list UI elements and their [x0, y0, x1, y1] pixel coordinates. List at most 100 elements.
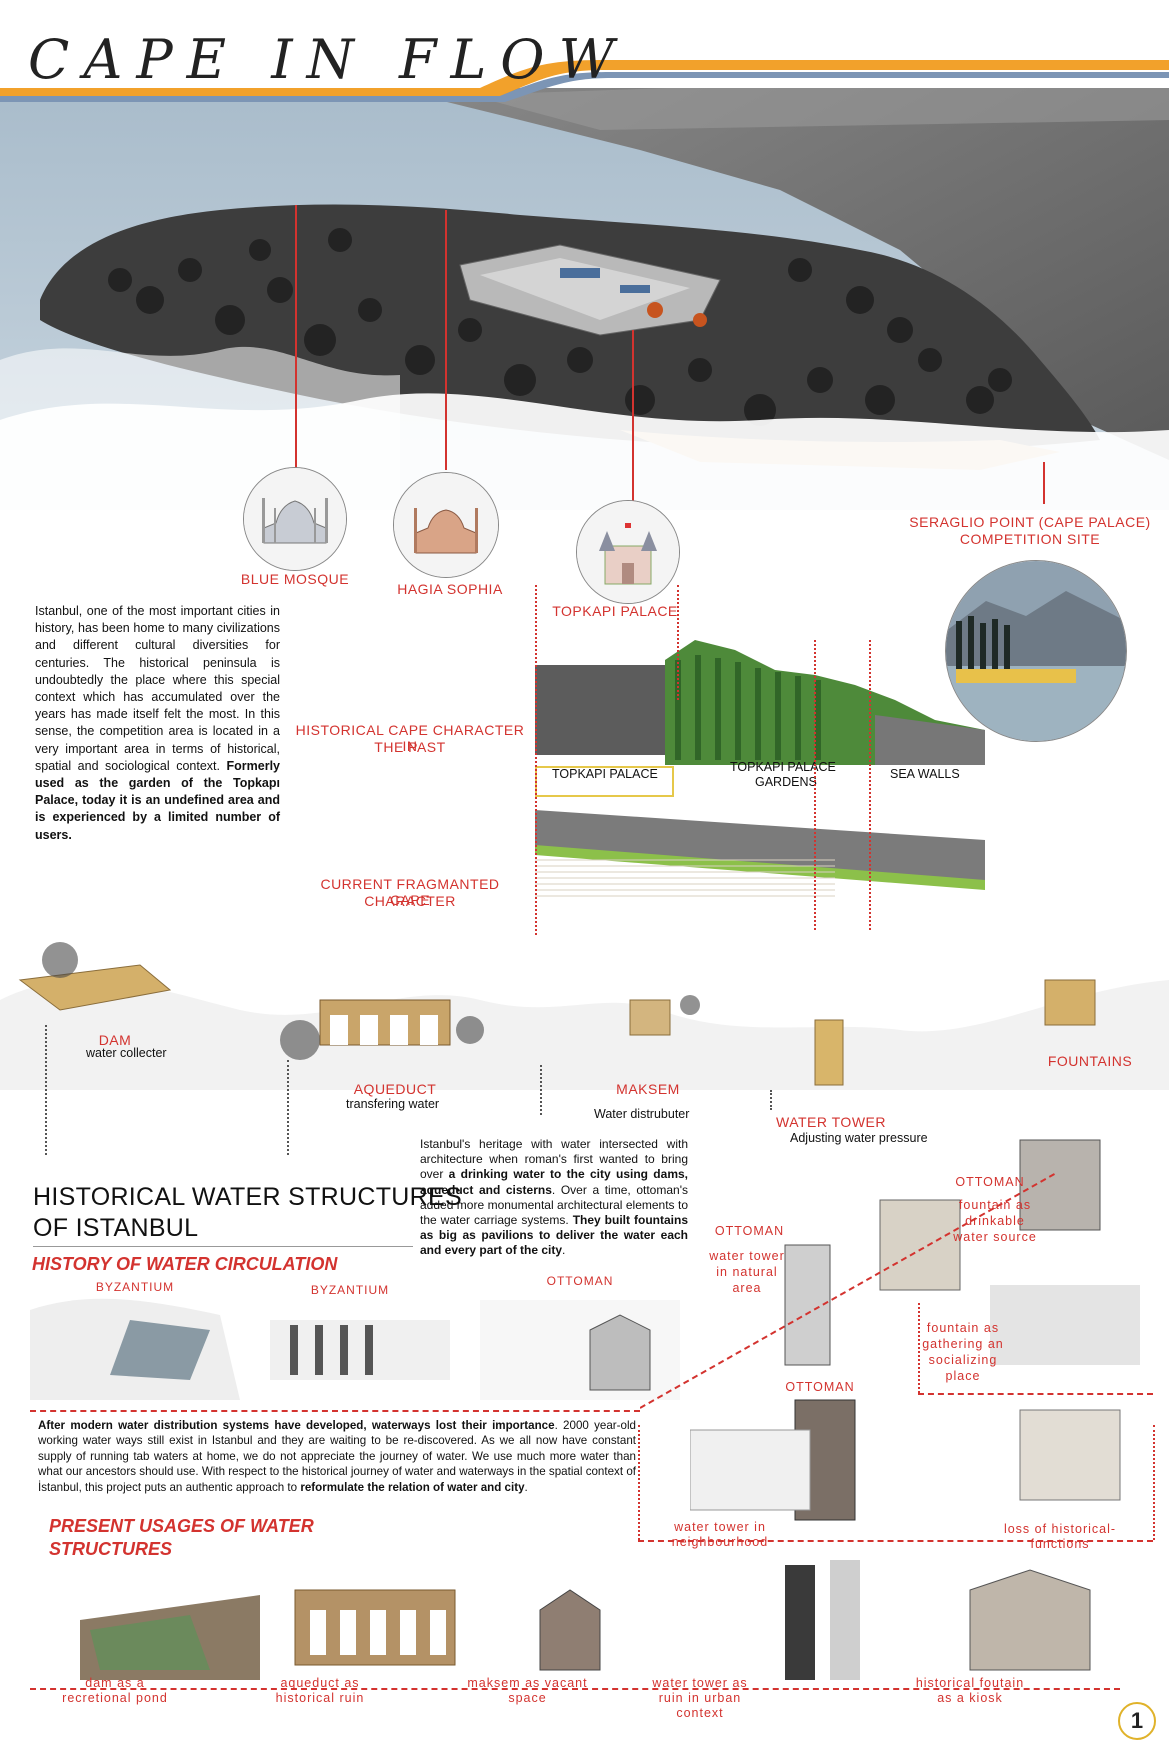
label-drinkable-3: water source: [953, 1230, 1037, 1244]
heritage-text-3: .: [562, 1243, 566, 1258]
label-byzantium-2: BYZANTIUM: [310, 1283, 390, 1297]
label-present-tower-2: ruin in urban: [658, 1691, 742, 1705]
label-present-kiosk-2: as a kiosk: [937, 1691, 1003, 1705]
pin-line-hagia-sophia: [445, 210, 447, 470]
label-present-aqueduct-2: historical ruin: [275, 1691, 365, 1705]
ottoman-divider-h: [918, 1393, 1153, 1395]
label-ottoman-1: OTTOMAN: [546, 1274, 614, 1288]
modern-divider: [30, 1410, 640, 1412]
blue-mosque-illustration: [243, 467, 347, 571]
label-present-maksem-2: space: [508, 1691, 547, 1705]
label-present-aqueduct-1: aqueduct as: [280, 1676, 360, 1690]
present-frame-left: [638, 1425, 640, 1540]
label-gathering-3: socializing: [928, 1353, 998, 1367]
current-cape-section: [535, 810, 985, 900]
label-topkapi-palace: TOPKAPI PALACE: [552, 603, 678, 619]
heading-present-line1: PRESENT USAGES OF WATER: [49, 1516, 314, 1536]
panorama-divider-dam: [45, 1025, 47, 1155]
label-maksem-sub: Water distrubuter: [594, 1107, 690, 1121]
label-tower-neighbourhood-2: neighbourhood: [671, 1535, 769, 1549]
heritage-bold-1: a drinking water to the city using dams,…: [420, 1167, 688, 1197]
label-gardens-line1: TOPKAPI PALACE: [730, 760, 836, 774]
label-aqueduct-sub: transfering water: [346, 1097, 440, 1111]
label-ottoman-2: OTTOMAN: [714, 1224, 785, 1238]
label-present-tower-1: water tower as: [652, 1676, 748, 1690]
topkapi-palace-box: [535, 766, 674, 797]
label-seraglio-line2: COMPETITION SITE: [959, 531, 1101, 547]
heritage-text-2: . Over a time, ottoman's added more monu…: [420, 1182, 688, 1228]
label-maksem: MAKSEM: [616, 1081, 680, 1097]
heading-water-structures-line2: OF ISTANBUL: [33, 1214, 199, 1242]
seraglio-point-painting: [945, 560, 1127, 742]
label-gathering-2: gathering an: [922, 1337, 1004, 1351]
page-title: CAPE IN FLOW: [28, 28, 629, 91]
label-blue-mosque: BLUE MOSQUE: [240, 571, 350, 587]
label-present-maksem-1: maksem as vacant: [467, 1676, 588, 1690]
panorama-divider-maksem: [540, 1065, 542, 1115]
section-divider-4: [869, 640, 871, 930]
modern-text-1: . 2000 year-old working water ways still…: [38, 1419, 636, 1494]
present-frame-bottom: [638, 1540, 1153, 1542]
label-loss-functions-1: loss of historical-: [1003, 1522, 1117, 1536]
modern-paragraph: After modern water distribution systems …: [38, 1418, 636, 1495]
hagia-sophia-illustration: [393, 472, 499, 578]
label-aqueduct: AQUEDUCT: [353, 1081, 437, 1097]
modern-bold-2: reformulate the relation of water and ci…: [300, 1480, 525, 1494]
label-gathering-1: fountain as: [926, 1321, 1000, 1335]
label-tower-neighbourhood-1: water tower in: [674, 1520, 766, 1534]
heading-water-structures-line1: HISTORICAL WATER STRUCTURES: [33, 1183, 462, 1211]
label-tower-natural-3: area: [732, 1281, 762, 1295]
history-illustrations: [30, 1298, 680, 1400]
pin-line-blue-mosque: [295, 205, 297, 470]
aerial-view-illustration: [0, 0, 1169, 560]
label-current-line1: CURRENT FRAGMANTED CAPE: [320, 876, 500, 908]
section-divider-1: [535, 585, 537, 935]
heading-history: HISTORY OF WATER CIRCULATION: [32, 1254, 338, 1274]
present-baseline: [30, 1688, 1120, 1690]
label-water-tower: WATER TOWER: [776, 1114, 886, 1130]
label-ottoman-3: OTTOMAN: [955, 1175, 1025, 1189]
label-current-line2: CHARACTER: [364, 893, 456, 909]
heritage-bold-2: They built fountains as big as pavilions…: [420, 1213, 688, 1258]
label-drinkable-2: drinkable: [965, 1214, 1025, 1228]
label-gardens-line2: GARDENS: [755, 775, 817, 789]
modern-bold-1: After modern water distribution systems …: [38, 1419, 555, 1432]
label-loss-functions-2: functions: [1030, 1537, 1090, 1551]
heading-present-line2: STRUCTURES: [49, 1539, 173, 1559]
label-present-kiosk-1: historical foutain: [915, 1676, 1025, 1690]
ottoman-diagonal: [640, 1171, 1059, 1409]
intro-text: Istanbul, one of the most important citi…: [35, 604, 280, 773]
label-drinkable-1: fountain as: [958, 1198, 1032, 1212]
label-dam-sub: water collecter: [86, 1046, 167, 1060]
panorama-divider-tower: [770, 1090, 772, 1110]
heading-underline: [33, 1246, 413, 1247]
label-tower-natural-1: water tower: [709, 1249, 785, 1263]
present-usages-illustrations: [80, 1560, 1091, 1680]
intro-paragraph: Istanbul, one of the most important citi…: [35, 603, 280, 844]
water-structures-panorama: [0, 942, 1169, 1090]
label-hagia-sophia: HAGIA SOPHIA: [397, 581, 503, 597]
label-past-line2: THE PAST: [374, 739, 446, 755]
label-seraglio-line1: SERAGLIO POINT (CAPE PALACE): [909, 514, 1151, 530]
pin-line-seraglio: [1043, 462, 1045, 504]
label-fountains: FOUNTAINS: [1047, 1053, 1133, 1069]
section-divider-3: [814, 640, 816, 930]
modern-text-2: .: [524, 1480, 528, 1494]
label-past-line1: HISTORICAL CAPE CHARACTER IN: [295, 722, 525, 754]
label-ottoman-4: OTTOMAN: [785, 1380, 855, 1394]
page-number: 1: [1130, 1708, 1144, 1733]
label-gathering-4: place: [945, 1369, 981, 1383]
label-dam: DAM: [98, 1032, 132, 1048]
topkapi-palace-illustration: [576, 500, 680, 604]
ottoman-divider: [918, 1303, 920, 1393]
panorama-divider-aqueduct: [287, 1060, 289, 1155]
label-present-dam-2: recretional pond: [62, 1691, 168, 1705]
heritage-paragraph: Istanbul's heritage with water intersect…: [420, 1137, 688, 1259]
page-number-badge: 1: [1118, 1702, 1156, 1740]
pin-line-topkapi: [632, 330, 634, 520]
label-tower-natural-2: in natural: [716, 1265, 778, 1279]
section-divider-2: [677, 585, 679, 700]
historical-cape-section: [535, 640, 985, 765]
label-sea-walls: SEA WALLS: [890, 767, 960, 781]
heritage-text-1: Istanbul's heritage with water intersect…: [420, 1137, 688, 1182]
